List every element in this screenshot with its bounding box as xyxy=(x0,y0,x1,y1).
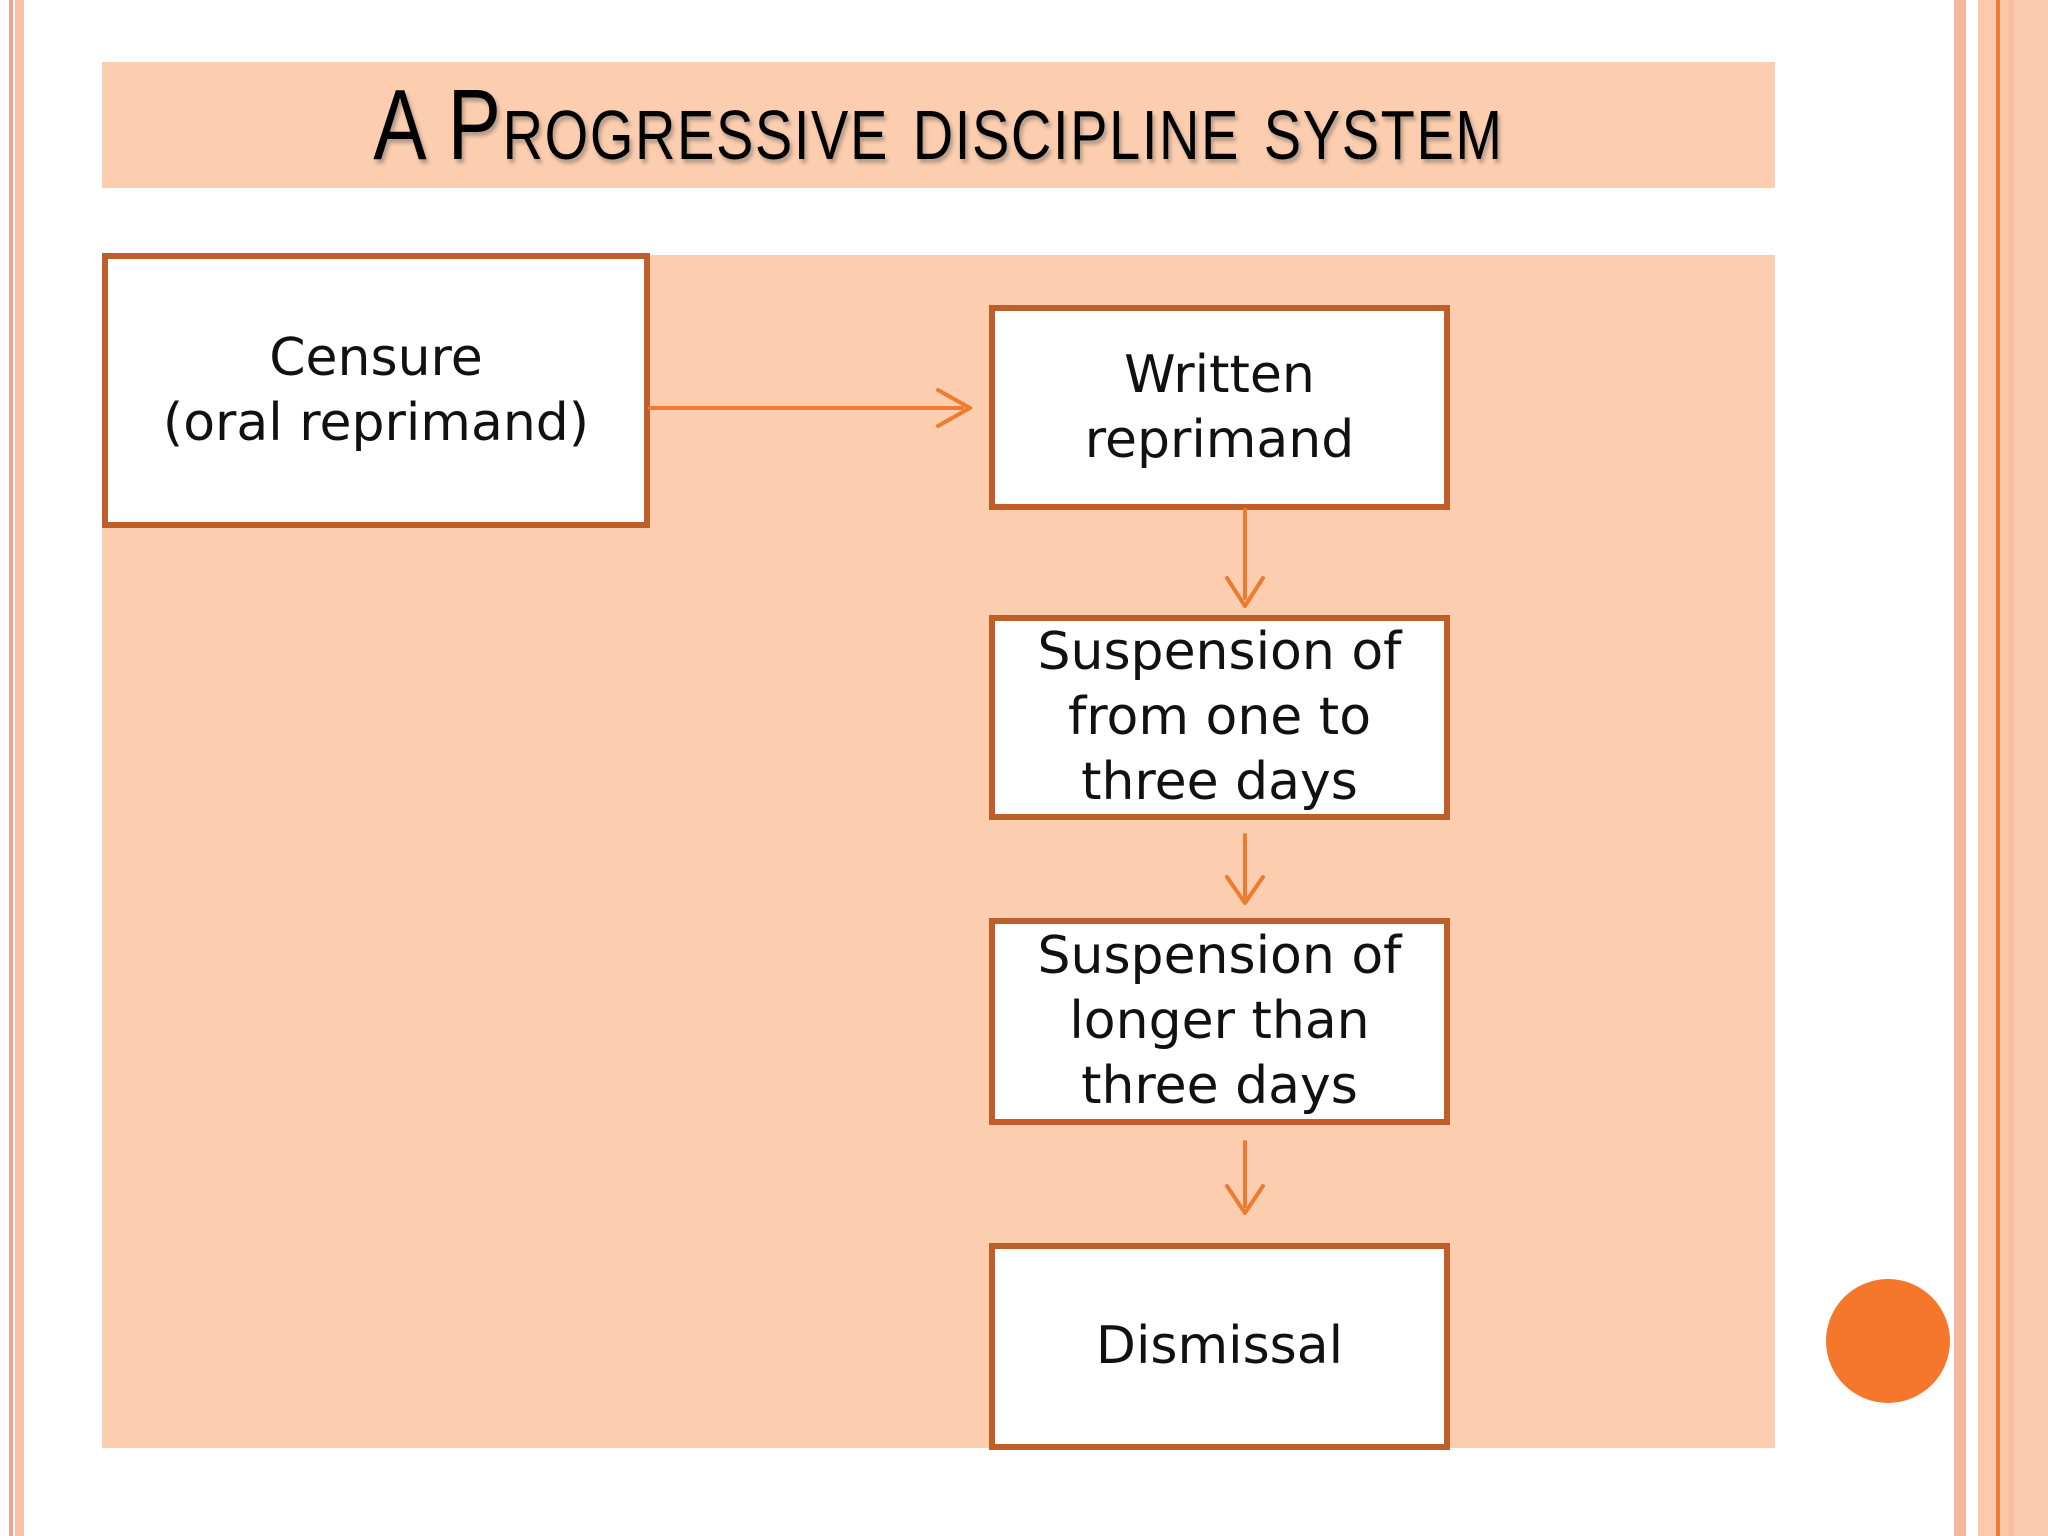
flow-box-written-reprimand: Written reprimand xyxy=(989,305,1450,510)
slide-title: A Progressive discipline system xyxy=(373,68,1504,181)
flow-box-suspension-one-to-three-label: Suspension of from one to three days xyxy=(1037,622,1402,812)
flow-box-censure: Censure (oral reprimand) xyxy=(102,253,650,528)
right-edge-band-line xyxy=(1996,0,2000,1536)
flow-box-dismissal: Dismissal xyxy=(989,1243,1450,1450)
left-edge-stripe-wide xyxy=(15,0,24,1536)
right-edge-band-stripe xyxy=(2008,0,2014,1536)
arrow-suspension2-to-dismissal-icon xyxy=(1225,1140,1265,1215)
arrow-written-to-suspension1-icon xyxy=(1225,508,1265,608)
flow-box-suspension-longer: Suspension of longer than three days xyxy=(989,918,1450,1125)
arrow-censure-to-written-icon xyxy=(648,388,972,428)
left-edge-stripe-thin xyxy=(9,0,13,1536)
flow-box-censure-label: Censure (oral reprimand) xyxy=(162,327,590,453)
accent-circle xyxy=(1826,1279,1950,1403)
flow-box-suspension-one-to-three: Suspension of from one to three days xyxy=(989,615,1450,820)
flow-box-dismissal-label: Dismissal xyxy=(1095,1316,1344,1376)
arrow-suspension1-to-suspension2-icon xyxy=(1225,833,1265,905)
title-bar: A Progressive discipline system xyxy=(102,62,1775,188)
right-edge-stripe xyxy=(1954,0,1966,1536)
flow-box-suspension-longer-label: Suspension of longer than three days xyxy=(1037,926,1402,1116)
flow-box-written-reprimand-label: Written reprimand xyxy=(1084,344,1355,470)
